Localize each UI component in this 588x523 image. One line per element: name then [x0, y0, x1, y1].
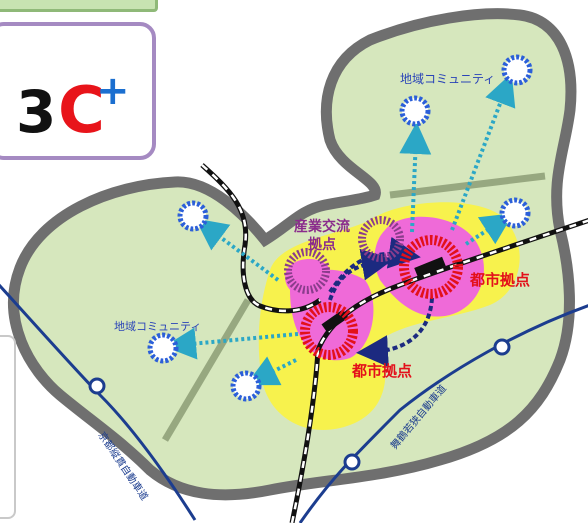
expressway-right-line	[298, 304, 588, 523]
label-city-hub-center: 都市拠点	[352, 362, 413, 380]
railway-main	[289, 218, 588, 523]
side-panel	[0, 335, 16, 519]
industry-rings	[284, 216, 404, 294]
industry-ring	[358, 216, 404, 262]
interchange	[88, 377, 106, 395]
expressway-left-line	[0, 283, 197, 521]
logo-superscript: +	[96, 68, 130, 114]
city-hub-rings	[300, 235, 463, 360]
interchange	[343, 453, 361, 471]
community-ring	[499, 197, 531, 229]
community-ring	[147, 332, 179, 364]
logo-3c-plus: 3 C +	[0, 22, 156, 160]
logo-number: 3	[16, 78, 57, 146]
city-hub-ring-right	[399, 235, 463, 299]
label-community-left: 地域コミュニティ	[114, 320, 202, 333]
community-ring	[501, 54, 533, 86]
interchange	[493, 338, 511, 356]
city-hub-ring-center	[300, 302, 358, 360]
station-right	[414, 256, 446, 278]
community-ring	[177, 200, 209, 232]
label-industrial-hub: 産業交流 拠点	[294, 219, 350, 253]
community-ring	[399, 95, 431, 127]
community-rings	[147, 54, 533, 402]
road-diagonal	[161, 298, 252, 442]
industry-ring	[284, 248, 330, 294]
logo-letter: C	[58, 74, 105, 148]
railway-west	[200, 163, 322, 314]
label-community-top: 地域コミュニティ	[400, 72, 496, 86]
community-links	[164, 73, 516, 386]
community-ring	[230, 370, 262, 402]
hub-linkage-loop	[328, 236, 434, 368]
road-upper	[389, 172, 546, 199]
label-city-hub-right: 都市拠点	[470, 271, 531, 289]
header-tab	[0, 0, 158, 12]
station-center	[321, 309, 349, 333]
